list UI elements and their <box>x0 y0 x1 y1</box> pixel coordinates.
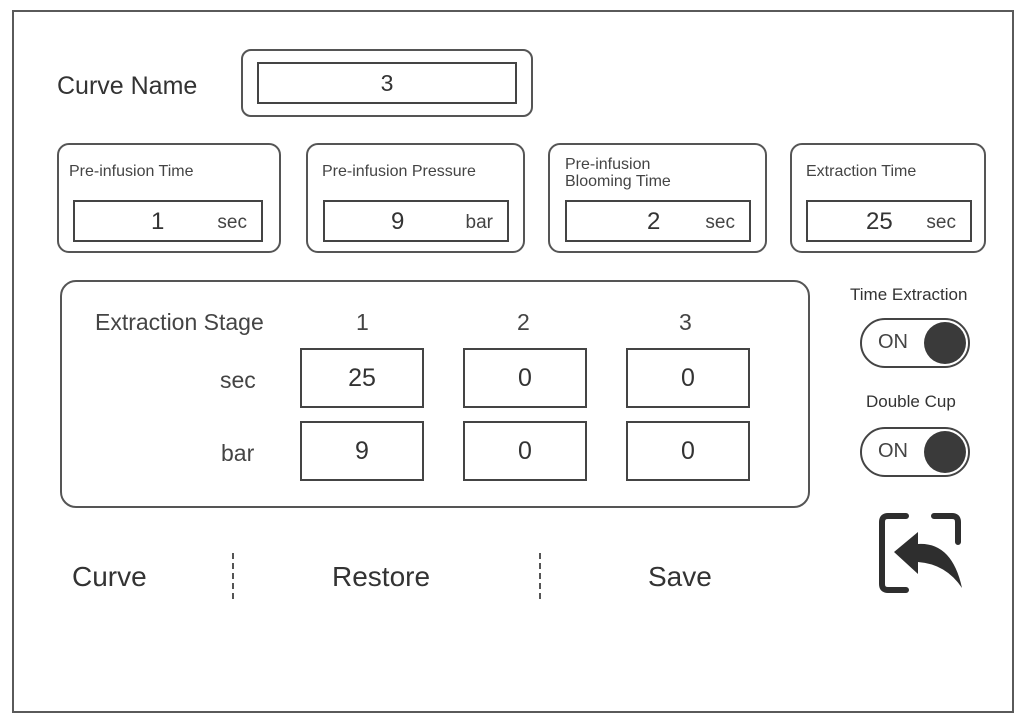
extraction-stage-title: Extraction Stage <box>95 309 264 335</box>
stage-row-label-sec: sec <box>220 367 256 393</box>
blooming-time-card: Pre-infusion Blooming Time 2 sec <box>548 143 767 253</box>
pre-infusion-pressure-input[interactable]: 9 bar <box>323 200 509 242</box>
curve-name-input[interactable]: 3 <box>257 62 517 104</box>
blooming-time-label-line2: Blooming Time <box>565 173 671 190</box>
divider <box>232 553 234 599</box>
divider <box>539 553 541 599</box>
pre-infusion-time-card: Pre-infusion Time 1 sec <box>57 143 281 253</box>
curve-button[interactable]: Curve <box>72 561 147 592</box>
stage-1-sec-input[interactable]: 25 <box>300 348 424 408</box>
double-cup-label: Double Cup <box>866 392 956 411</box>
time-extraction-state: ON <box>878 331 908 353</box>
double-cup-state: ON <box>878 440 908 462</box>
double-cup-toggle[interactable]: ON <box>860 427 970 477</box>
pre-infusion-pressure-value: 9 <box>391 208 405 235</box>
stage-2-sec-input[interactable]: 0 <box>463 348 587 408</box>
extraction-time-input[interactable]: 25 sec <box>806 200 972 242</box>
extraction-time-value: 25 <box>866 208 893 235</box>
stage-column-3: 3 <box>679 309 692 335</box>
pre-infusion-pressure-card: Pre-infusion Pressure 9 bar <box>306 143 525 253</box>
blooming-time-label-line1: Pre-infusion <box>565 156 651 173</box>
stage-column-2: 2 <box>517 309 530 335</box>
back-button[interactable] <box>878 508 968 598</box>
pre-infusion-time-input[interactable]: 1 sec <box>73 200 263 242</box>
stage-3-sec-input[interactable]: 0 <box>626 348 750 408</box>
blooming-time-value: 2 <box>647 208 661 235</box>
pre-infusion-time-value: 1 <box>151 208 165 235</box>
extraction-time-label: Extraction Time <box>806 163 917 180</box>
time-extraction-label: Time Extraction <box>850 285 968 304</box>
stage-1-bar-input[interactable]: 9 <box>300 421 424 481</box>
toggle-knob <box>924 322 966 364</box>
time-extraction-toggle[interactable]: ON <box>860 318 970 368</box>
curve-name-label: Curve Name <box>57 72 198 100</box>
stage-2-bar-input[interactable]: 0 <box>463 421 587 481</box>
back-arrow-icon <box>879 513 962 593</box>
pre-infusion-pressure-label: Pre-infusion Pressure <box>322 163 476 180</box>
blooming-time-unit: sec <box>705 212 735 233</box>
save-button[interactable]: Save <box>648 561 712 592</box>
extraction-stage-panel <box>60 280 810 508</box>
restore-button[interactable]: Restore <box>332 561 431 592</box>
toggle-knob <box>924 431 966 473</box>
blooming-time-input[interactable]: 2 sec <box>565 200 751 242</box>
blooming-time-label: Pre-infusion Blooming Time <box>565 156 671 190</box>
pre-infusion-pressure-unit: bar <box>465 212 493 233</box>
extraction-time-unit: sec <box>926 212 956 233</box>
stage-row-label-bar: bar <box>221 440 255 466</box>
extraction-time-card: Extraction Time 25 sec <box>790 143 986 253</box>
stage-3-bar-input[interactable]: 0 <box>626 421 750 481</box>
curve-name-field-frame <box>241 49 533 117</box>
stage-column-1: 1 <box>356 309 369 335</box>
pre-infusion-time-unit: sec <box>217 212 247 233</box>
screen-frame <box>12 10 1014 713</box>
pre-infusion-time-label: Pre-infusion Time <box>69 163 194 180</box>
